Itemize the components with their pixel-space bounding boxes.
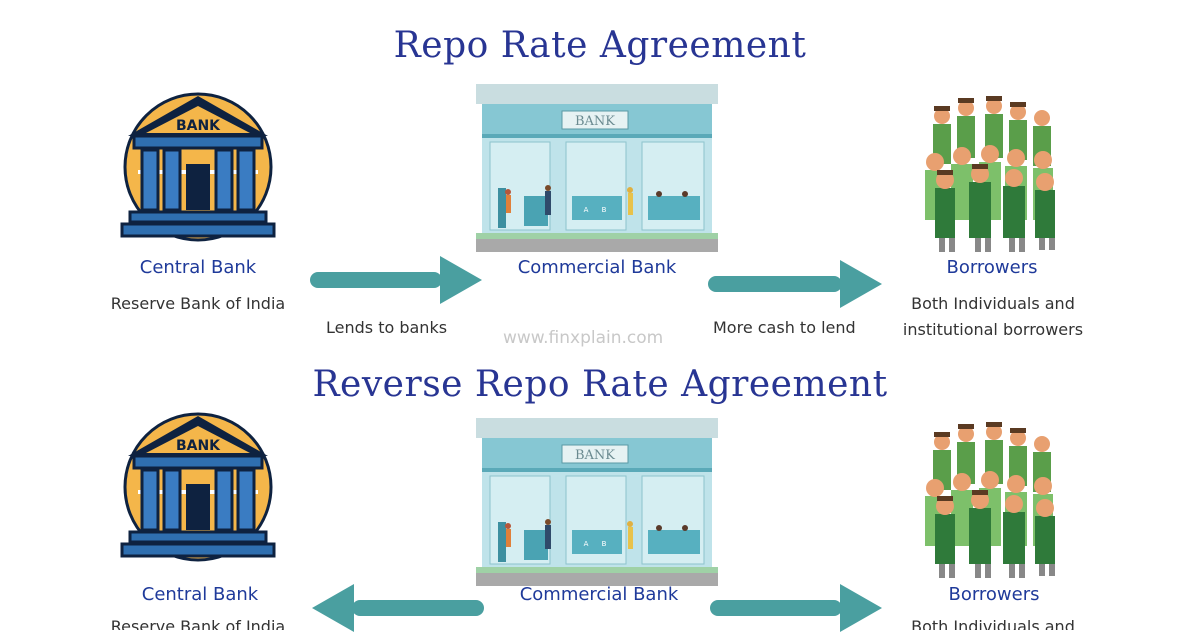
borrowers-sub: Both Individuals and [911,617,1075,630]
arrow-right-icon [708,260,882,308]
svg-text:BANK: BANK [176,438,221,454]
watermark: www.finxplain.com [503,328,664,348]
borrowers-sub: Both Individuals and institutional borro… [880,291,1106,343]
svg-text:A: A [584,540,589,548]
arrow-left-icon [312,584,484,632]
svg-text:BANK: BANK [575,114,615,129]
central-bank-sub: Reserve Bank of India [110,294,286,313]
svg-text:B: B [602,206,607,214]
commercial-bank-label: Commercial Bank [519,584,679,605]
central-bank-icon: BANK [120,412,276,562]
svg-text:B: B [602,540,607,548]
borrowers-label: Borrowers [948,584,1040,605]
svg-text:A: A [584,206,589,214]
repo-title: Repo Rate Agreement [393,25,807,66]
borrowers-label: Borrowers [946,257,1038,278]
borrowers-icon [925,96,1055,252]
reverse-repo-title: Reverse Repo Rate Agreement [312,364,888,405]
commercial-bank-label: Commercial Bank [517,257,677,278]
borrowers-sub-line1: Both Individuals and [911,294,1075,313]
commercial-bank-icon: BANK A B [476,84,718,252]
commercial-bank-icon: BANK A B [476,418,718,586]
lends-to-banks-label: Lends to banks [326,318,448,337]
svg-text:BANK: BANK [575,448,615,463]
borrowers-sub-line2: institutional borrowers [902,320,1084,339]
central-bank-label: Central Bank [139,257,257,278]
central-bank-icon: BANK [120,92,276,242]
arrow-right-icon [310,256,482,304]
central-bank-sub: Reserve Bank of India [110,617,286,630]
borrowers-icon [925,422,1055,578]
central-bank-label: Central Bank [141,584,259,605]
more-cash-label: More cash to lend [713,318,856,337]
arrow-right-icon [710,584,882,632]
svg-text:BANK: BANK [176,118,221,134]
